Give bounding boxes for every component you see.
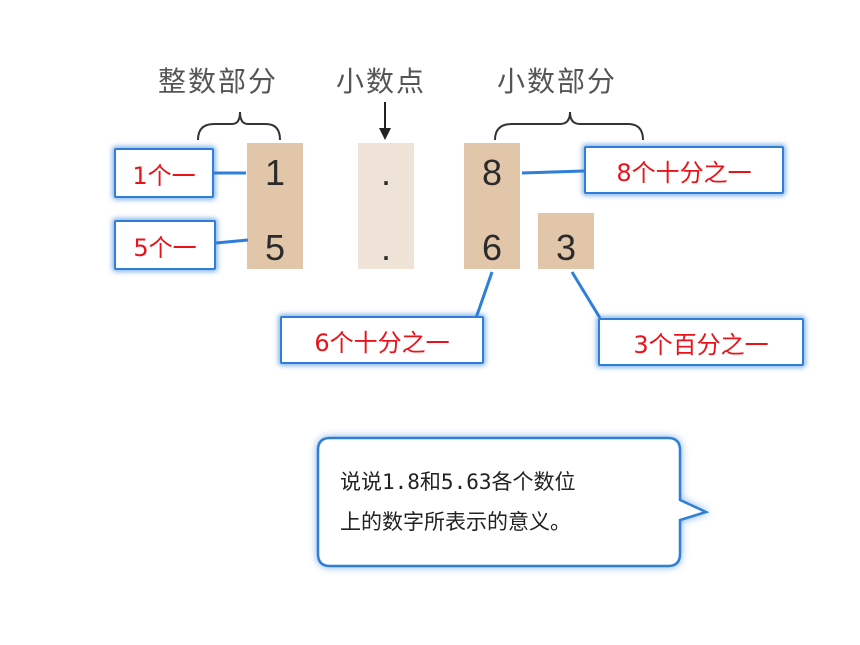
digit-1: 1	[264, 152, 286, 193]
label-eight-tenths: 8个十分之一	[584, 146, 784, 194]
connector-three-hundredths	[570, 271, 602, 319]
decimal-point: .	[380, 227, 391, 268]
label-three-hundredths: 3个百分之一	[598, 318, 804, 366]
integer-part-heading: 整数部分	[158, 65, 279, 98]
decimal-point-heading: 小数点	[336, 65, 427, 98]
label-one-ones: 1个一	[114, 148, 214, 198]
hundredths-column	[538, 213, 594, 269]
label-six-tenths: 6个十分之一	[280, 316, 484, 364]
connector-six-tenths	[474, 271, 494, 319]
point-column	[358, 143, 414, 269]
digit-5: 5	[264, 227, 286, 268]
decimal-part-heading: 小数部分	[497, 65, 618, 98]
digit-8: 8	[481, 152, 503, 193]
decimal-point: .	[380, 152, 391, 193]
prompt-line-2: 上的数字所表示的意义。	[340, 510, 571, 534]
discussion-prompt: 说说1.8和5.63各个数位 上的数字所表示的意义。	[340, 462, 660, 542]
digit-3: 3	[555, 227, 577, 268]
label-five-ones: 5个一	[114, 220, 216, 270]
tenths-column	[464, 143, 520, 269]
digit-6: 6	[481, 227, 503, 268]
ones-column	[247, 143, 303, 269]
prompt-line-1: 说说1.8和5.63各个数位	[340, 470, 576, 494]
